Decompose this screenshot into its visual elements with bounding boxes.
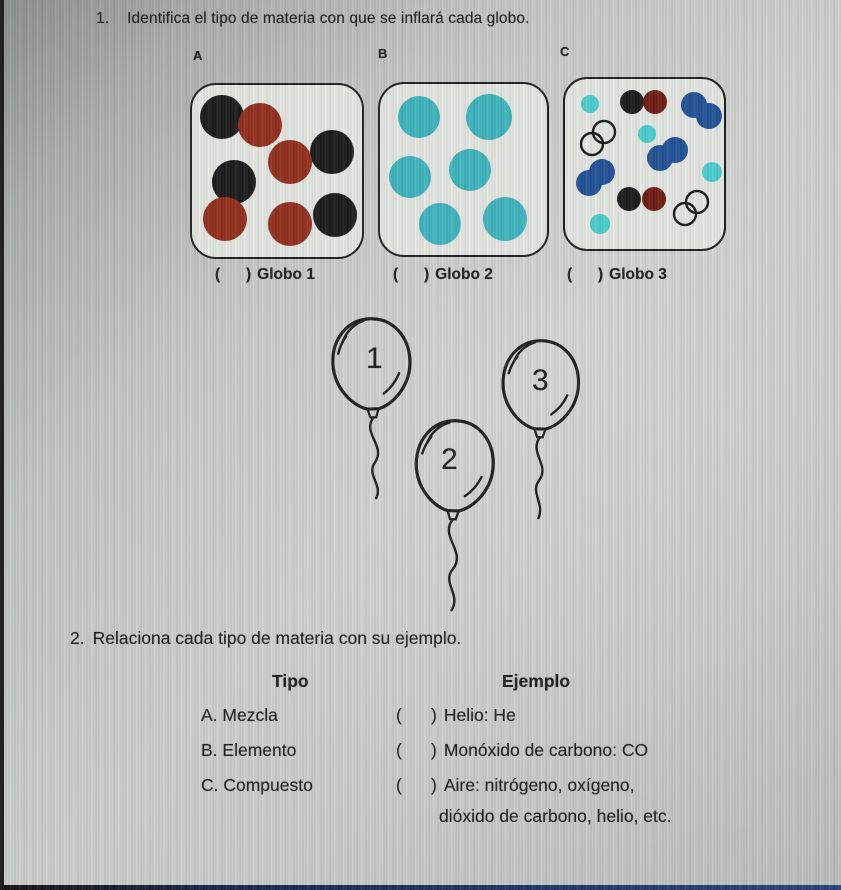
- atom: [642, 187, 666, 211]
- question2-prompt: Relaciona cada tipo de materia con su ej…: [92, 628, 462, 648]
- balloon-2-highlight2-icon: [421, 435, 433, 455]
- matter-box-c: [563, 77, 726, 251]
- globo-3-answer-blank[interactable]: ( ): [567, 266, 604, 283]
- globo-3-answer-label: Globo 3: [609, 266, 667, 283]
- balloon-3-highlight2-icon: [507, 355, 519, 375]
- globo-1-answer: ( ) Globo 1: [215, 266, 315, 284]
- balloon-1-knot: [365, 407, 381, 419]
- atom: [449, 149, 491, 191]
- atom: [617, 187, 641, 211]
- atom: [389, 156, 431, 198]
- box-label-b: B: [378, 46, 388, 61]
- globo-2-answer-label: Globo 2: [435, 266, 493, 283]
- atom: [313, 193, 357, 237]
- ejemplo-1-text: Helio: He: [443, 705, 516, 725]
- question2-title: 2. Relaciona cada tipo de materia con su…: [70, 628, 461, 649]
- atom: [647, 145, 673, 171]
- question2-number: 2.: [70, 628, 85, 648]
- atom: [620, 90, 644, 114]
- question1-number: 1.: [96, 10, 110, 27]
- balloon-3-drawing: [501, 339, 581, 520]
- atom: [466, 94, 512, 140]
- atom: [581, 95, 599, 113]
- matter-box-a: [190, 83, 364, 259]
- globo-1-answer-label: Globo 1: [257, 266, 315, 283]
- globo-3-answer: ( ) Globo 3: [567, 266, 667, 284]
- outlined-atom: [684, 189, 710, 215]
- atom: [310, 130, 354, 174]
- molecule-diagram-b: [389, 94, 527, 245]
- atom: [203, 197, 247, 241]
- atom: [200, 95, 244, 139]
- photo-bottom-edge: [0, 885, 841, 890]
- atom: [638, 125, 656, 143]
- balloon-1-drawing: [331, 317, 412, 500]
- balloon-3-knot: [532, 427, 548, 439]
- atom: [483, 197, 527, 241]
- globo-2-answer: ( ) Globo 2: [393, 266, 493, 284]
- balloon-2-string: [447, 517, 459, 612]
- ejemplo-3-text: Aire: nitrógeno, oxígeno,: [443, 775, 635, 795]
- balloon-1-shine-icon: [382, 371, 401, 395]
- globo-2-answer-blank[interactable]: ( ): [393, 266, 430, 283]
- tipo-item-compuesto: C. Compuesto: [201, 775, 313, 795]
- atom: [398, 96, 440, 138]
- matter-box-b: [378, 82, 549, 257]
- atom: [238, 103, 282, 147]
- atom: [268, 202, 312, 246]
- ejemplo-row-aire: ( ) Aire: nitrógeno, oxígeno,: [396, 775, 635, 796]
- ejemplo-1-answer-blank[interactable]: ( ): [396, 705, 437, 725]
- photo-left-edge: [0, 0, 4, 890]
- ejemplo-2-text: Monóxido de carbono: CO: [443, 740, 649, 760]
- question1-prompt: Identifica el tipo de materia con que se…: [127, 10, 530, 27]
- ejemplo-3-text-line2: dióxido de carbono, helio, etc.: [439, 806, 672, 826]
- ejemplo-row-helio: ( ) Helio: He: [396, 705, 516, 726]
- atom: [576, 170, 602, 196]
- molecule-diagram-a: [200, 95, 357, 246]
- box-label-a: A: [193, 48, 203, 63]
- column-header-ejemplo: Ejemplo: [502, 671, 571, 691]
- balloon-2-shine-icon: [463, 475, 483, 498]
- outlined-atom: [591, 119, 617, 145]
- outlined-atom: [579, 131, 605, 157]
- globo-1-answer-blank[interactable]: ( ): [215, 266, 252, 283]
- atom: [268, 140, 312, 184]
- balloon-3-shine-icon: [550, 394, 569, 416]
- outlined-atom: [672, 201, 698, 227]
- atom: [212, 160, 256, 204]
- box-label-c: C: [560, 44, 570, 59]
- ejemplo-3-answer-blank[interactable]: ( ): [396, 775, 437, 795]
- question1-title: 1. Identifica el tipo de materia con que…: [96, 10, 530, 28]
- balloon-1-string: [368, 416, 380, 500]
- balloon-2-knot: [445, 509, 461, 521]
- balloon-3-number: 3: [532, 364, 549, 397]
- ejemplo-2-answer-blank[interactable]: ( ): [396, 740, 437, 760]
- balloon-1-highlight2-icon: [336, 335, 348, 355]
- ejemplo-row-monoxido: ( ) Monóxido de carbono: CO: [396, 740, 648, 761]
- atom: [643, 90, 667, 114]
- balloon-1-number: 1: [366, 342, 383, 375]
- tipo-item-mezcla: A. Mezcla: [201, 705, 278, 725]
- atom: [702, 162, 722, 182]
- atom: [696, 103, 722, 129]
- column-header-tipo: Tipo: [272, 671, 309, 691]
- balloon-3-string: [534, 436, 544, 520]
- balloon-2-number: 2: [441, 443, 458, 476]
- atom: [419, 203, 461, 245]
- balloon-2-drawing: [414, 419, 495, 612]
- atom: [590, 214, 610, 234]
- molecule-diagram-c: [576, 90, 722, 234]
- tipo-item-elemento: B. Elemento: [201, 740, 297, 760]
